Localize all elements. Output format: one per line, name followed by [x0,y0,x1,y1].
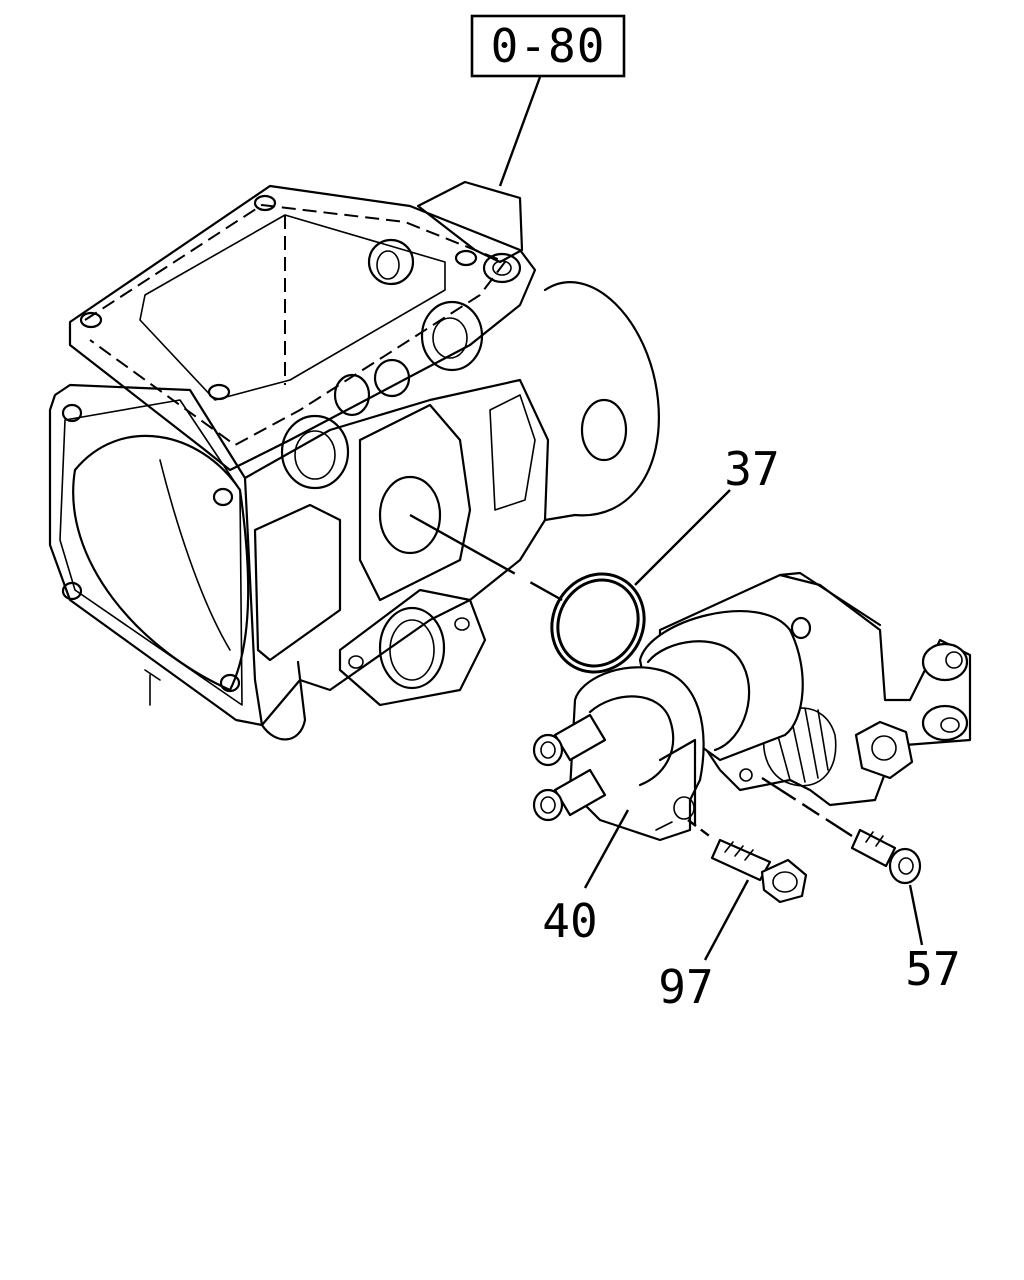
o-ring-assembly-line [409,513,563,602]
callout-97-label: 97 [658,960,713,1014]
bolt-97-axis [687,819,713,839]
callout-37-label: 37 [724,442,779,496]
reference-box[interactable]: 0-80 [470,14,626,78]
callout-40-label: 40 [542,894,597,948]
callout-97-leader [703,879,750,961]
reference-box-label: 0-80 [491,19,606,73]
idle-air-control-valve[interactable] [532,571,972,842]
callout-57-leader [908,884,924,946]
callout-37-leader [634,489,731,586]
throttle-body [48,180,660,741]
bolt-57-axis [761,776,853,838]
o-ring[interactable] [539,562,657,684]
callout-57-label: 57 [905,942,960,996]
flange-bolt[interactable] [710,838,808,904]
callout-40-leader [583,809,630,889]
socket-head-bolt[interactable] [850,828,922,885]
reference-leader [498,76,542,187]
